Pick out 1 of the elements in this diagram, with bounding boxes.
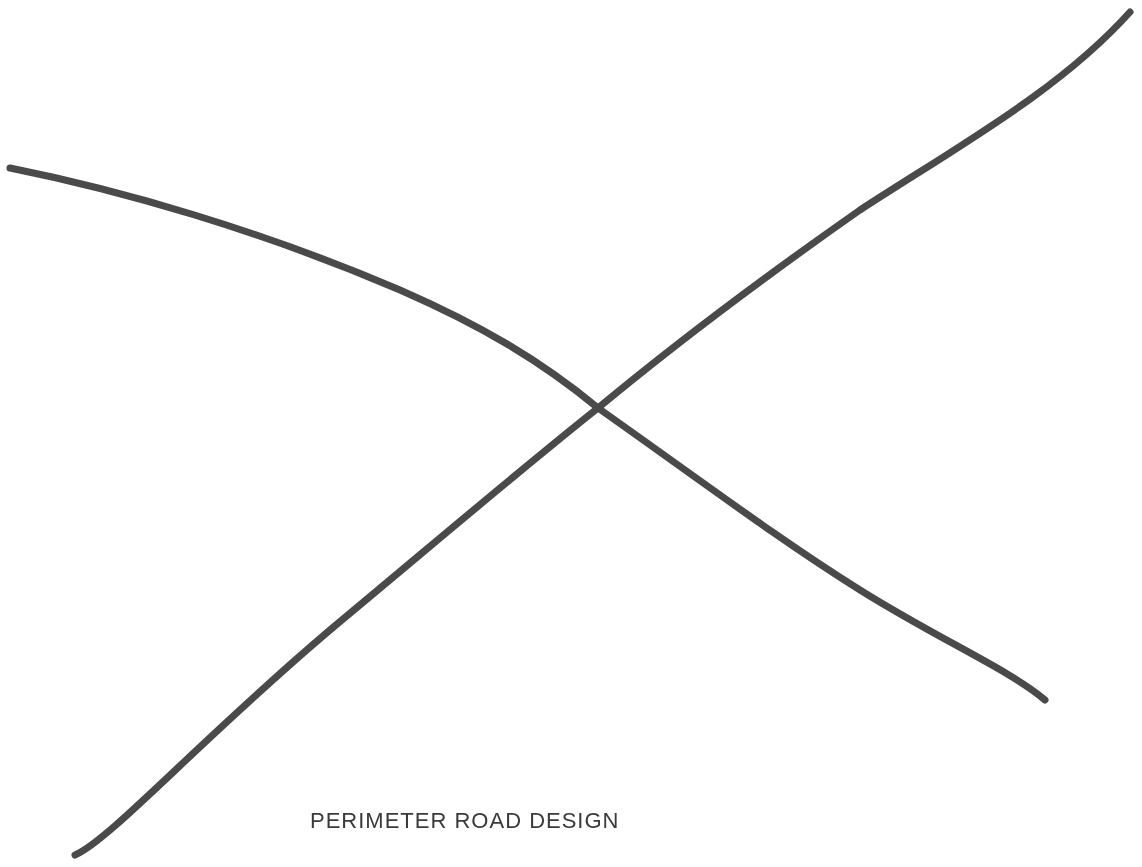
caption: PERIMETER ROAD DESIGN [310,808,620,834]
